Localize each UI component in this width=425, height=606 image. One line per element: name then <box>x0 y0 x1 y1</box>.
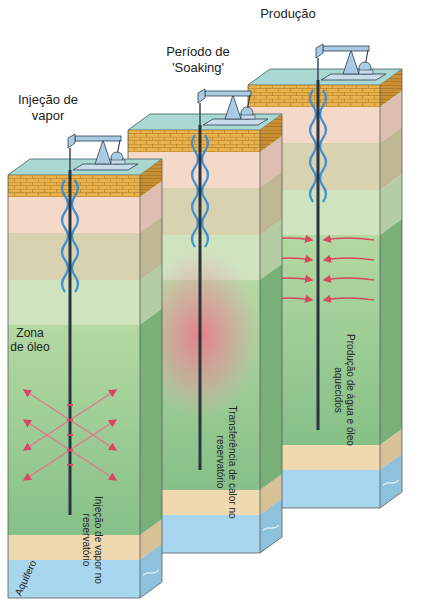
steam-trace <box>192 135 198 247</box>
ground-block <box>8 159 162 598</box>
process-label: Transferência de calor no reservatório <box>213 400 237 525</box>
steam-arrows <box>24 390 116 450</box>
pumpjack <box>68 134 138 170</box>
perforations <box>67 405 73 465</box>
steam-trace <box>202 135 208 247</box>
zone-label: Zona de óleo <box>9 326 51 355</box>
perforations <box>67 419 73 421</box>
process-label: Injeção de vapor no reservatório <box>80 485 104 595</box>
injection-block <box>8 134 162 598</box>
well-bore <box>199 125 202 470</box>
steam-arrows <box>24 420 116 480</box>
perforations <box>67 449 73 451</box>
stage-title: Período de 'Soaking' <box>148 44 248 75</box>
steam-trace <box>320 90 326 202</box>
inflow-arrows <box>324 238 374 240</box>
inflow-arrows <box>324 298 374 300</box>
well-bore <box>317 80 320 430</box>
inflow-arrows <box>324 278 374 280</box>
stage-title: Produção <box>243 6 333 22</box>
steam-trace <box>72 180 78 292</box>
pumpjack <box>198 89 268 125</box>
inflow-arrows <box>324 258 374 260</box>
stage-title: Injeção de vapor <box>8 92 88 123</box>
perforations <box>67 404 73 406</box>
well-bore <box>69 170 72 515</box>
steam-trace <box>62 180 68 292</box>
process-label: Produção de água e óleo aquecidos <box>331 328 355 453</box>
steam-arrows <box>24 390 116 450</box>
steam-arrows <box>24 420 116 480</box>
steam-trace <box>310 90 316 202</box>
steam-arrows <box>24 390 116 480</box>
perforations <box>67 464 73 466</box>
pumpjack <box>316 44 386 80</box>
perforations <box>67 434 73 436</box>
